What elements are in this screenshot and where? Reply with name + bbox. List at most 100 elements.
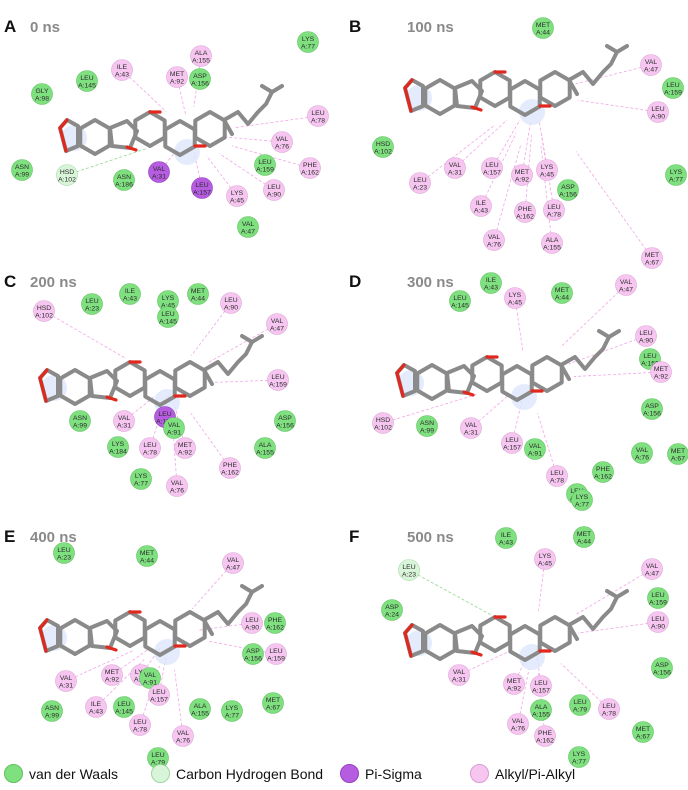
residue-name: HSD: [37, 305, 51, 312]
residue-name: LEU: [639, 330, 652, 337]
residue-number: A:31: [117, 423, 131, 430]
residue-number: A:156: [191, 81, 209, 88]
residue-number: A:159: [256, 167, 274, 174]
residue-node: [81, 293, 103, 315]
residue-number: A:145: [451, 303, 469, 310]
residue-number: A:23: [57, 555, 71, 562]
residue-name: LEU: [311, 110, 324, 117]
residue-name: MET: [515, 169, 529, 176]
residue-name: ASP: [655, 662, 669, 669]
residue-number: A:99: [45, 713, 59, 720]
residue-name: VAL: [529, 443, 542, 450]
legend-label: Pi-Sigma: [365, 765, 422, 782]
residue-number: A:44: [140, 558, 154, 565]
residue-name: LEU: [258, 159, 271, 166]
oxygen-bond: [58, 126, 68, 153]
interaction-line: [190, 413, 231, 469]
residue-number: A:99: [420, 428, 434, 435]
residue-number: A:90: [245, 625, 259, 632]
residue-number: A:77: [572, 759, 586, 766]
residue-number: A:76: [635, 455, 649, 462]
residue-name: VAL: [645, 59, 658, 66]
residue-node: [113, 696, 135, 718]
residue-node: [299, 157, 321, 179]
residue-number: A:67: [266, 705, 280, 712]
residue-number: A:159: [641, 361, 659, 368]
residue-number: A:78: [602, 711, 616, 718]
residue-name: PHE: [303, 162, 317, 169]
residue-node: [129, 714, 151, 736]
residue-number: A:162: [594, 474, 612, 481]
residue-number: A:157: [150, 697, 168, 704]
panel-letter: B: [349, 17, 361, 36]
residue-number: A:47: [270, 326, 284, 333]
residue-node: [530, 699, 552, 721]
methyl-branch: [615, 589, 629, 599]
residue-name: VAL: [153, 166, 166, 173]
residue-node: [571, 489, 593, 511]
residue-number: A:157: [483, 170, 501, 177]
residue-name: LYS: [670, 169, 683, 176]
legend-label: van der Waals: [29, 765, 118, 782]
residue-name: LEU: [143, 442, 156, 449]
van-der-waals-swatch: [4, 764, 23, 783]
residue-number: A:78: [311, 118, 325, 125]
residue-node: [191, 177, 213, 199]
methyl-branch: [250, 334, 264, 344]
interaction-line: [206, 155, 238, 197]
pyran-ring: [133, 110, 167, 148]
residue-name: LYS: [302, 36, 315, 43]
residue-number: A:159: [664, 90, 682, 97]
residue-number: A:45: [230, 198, 244, 205]
residue-name: MET: [266, 697, 280, 704]
residue-number: A:44: [191, 296, 205, 303]
prenyl-chain: [567, 589, 619, 631]
pyran-ring: [478, 615, 512, 653]
residue-node: [615, 274, 637, 296]
methyl-branch: [270, 84, 284, 94]
residue-node: [372, 136, 394, 158]
residue-node: [254, 437, 276, 459]
residue-number: A:78: [547, 212, 561, 219]
prenyl-chain: [567, 44, 619, 86]
methyl-branch: [567, 623, 579, 641]
residue-number: A:90: [639, 338, 653, 345]
residue-number: A:162: [266, 625, 284, 632]
residue-node: [647, 587, 669, 609]
residue-name: ALA: [195, 50, 208, 57]
legend-item-carbon-hydrogen-bond: Carbon Hydrogen Bond: [151, 764, 323, 783]
residue-number: A:31: [152, 174, 166, 181]
residue-number: A:43: [484, 285, 498, 292]
residue-name: HSD: [376, 141, 390, 148]
residue-node: [190, 45, 212, 67]
panel-letter: F: [349, 527, 359, 546]
